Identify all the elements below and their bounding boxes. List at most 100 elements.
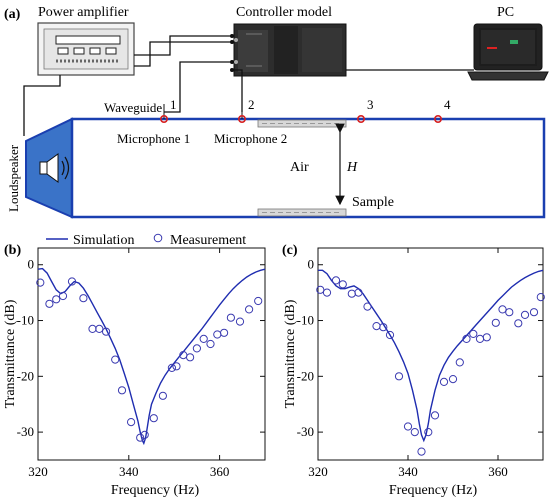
y-tick-label: -20 [17,368,34,383]
measurement-point [498,305,507,314]
controller-device [233,23,347,77]
controller-label: Controller model [236,5,332,20]
measurement-point [529,308,539,317]
microphone-1-marker [160,115,169,124]
mic-number-1: 1 [170,97,177,112]
measurement-point [536,293,545,302]
measurement-point [491,318,500,327]
y-tick-label: -20 [297,368,314,383]
x-tick-label: 360 [488,464,508,479]
x-tick-label: 340 [119,464,139,479]
measurement-point [213,330,222,339]
measurement-point [172,362,181,371]
measurement-point [462,334,471,343]
measurement-point [136,433,145,442]
measurement-point [88,324,97,333]
wires [23,35,474,136]
microphone-4-marker [433,115,442,124]
x-tick-label: 320 [308,464,328,479]
x-tick-label: 340 [398,464,418,479]
measurement-point [149,414,158,423]
microphone-3-marker [356,115,365,124]
measurement-point [316,285,325,294]
x-tick-label: 320 [28,464,48,479]
y-tick-label: -30 [297,424,314,439]
measurement-point [331,276,341,285]
loudspeaker-icon [39,153,70,183]
legend-measurement-label: Measurement [170,233,246,248]
measurement-point [245,305,254,314]
measurement-point [354,288,363,297]
measurement-point [372,322,381,331]
x-tick-label: 360 [210,464,230,479]
sample-top-plate [257,119,347,128]
measurement-point [347,289,356,298]
measurement-point [220,328,229,337]
panel-label-b: (b) [4,243,21,258]
measurement-point [158,391,167,400]
mic-number-2: 2 [248,97,255,112]
mic-number-3: 3 [367,97,374,112]
measurement-point [36,278,45,287]
measurement-point [505,308,514,317]
sample-label: Sample [352,195,394,210]
measurement-point [235,317,245,326]
measurement-point [417,447,426,456]
waveguide-label: Waveguide [104,100,162,115]
air-label: Air [290,160,309,175]
height-label: H [346,160,358,175]
measurement-point [363,302,372,311]
legend-simulation-label: Simulation [73,233,134,248]
y-tick-label: -10 [17,313,34,328]
measurement-point [140,430,149,439]
pc-laptop [467,23,549,81]
microphones [160,104,442,124]
x-axis-label: Frequency (Hz) [111,483,200,498]
measurement-point [514,319,523,328]
measurement-point [338,280,347,289]
microphone-2-marker [238,115,247,124]
microphone-1-label: Microphone 1 [117,131,190,146]
measurement-point [206,339,215,349]
plot-frame [37,247,266,461]
measurement-point [111,355,120,364]
y-tick-label: 0 [308,257,315,272]
measurement-point [167,363,176,372]
measurement-point [67,277,77,286]
measurement-point [520,310,530,319]
measurement-point [410,428,419,437]
y-tick-label: -30 [17,424,34,439]
y-tick-label: 0 [28,257,35,272]
measurement-point [226,313,235,322]
pc-label: PC [497,5,514,20]
measurement-point [322,288,332,297]
measurement-point [186,353,195,362]
measurement-point [394,372,404,381]
measurement-point [482,333,491,342]
measurement-point [439,377,449,386]
measurement-point [127,418,136,427]
measurement-point [379,323,388,332]
simulation-line [318,269,544,443]
measurement-point [448,375,458,384]
measurement-point [117,386,127,395]
measurement-point [45,299,54,308]
loudspeaker-label: Loudspeaker [6,144,21,212]
legend-measurement-marker [153,233,163,243]
measurement-point [199,334,208,343]
measurement-point [430,411,440,420]
measurement-point [254,296,263,306]
panel-label-a: (a) [4,7,21,22]
measurement-point [58,291,68,301]
microphone-2-label: Microphone 2 [214,131,287,146]
measurement-point [424,428,433,437]
measurement-point [102,327,111,336]
simulation-line [37,267,266,446]
legend: Simulation Measurement [46,233,246,248]
measurement-point [95,324,104,333]
x-axis-label: Frequency (Hz) [389,483,478,498]
power-amplifier-device [37,22,135,76]
measurement-point [455,358,464,367]
